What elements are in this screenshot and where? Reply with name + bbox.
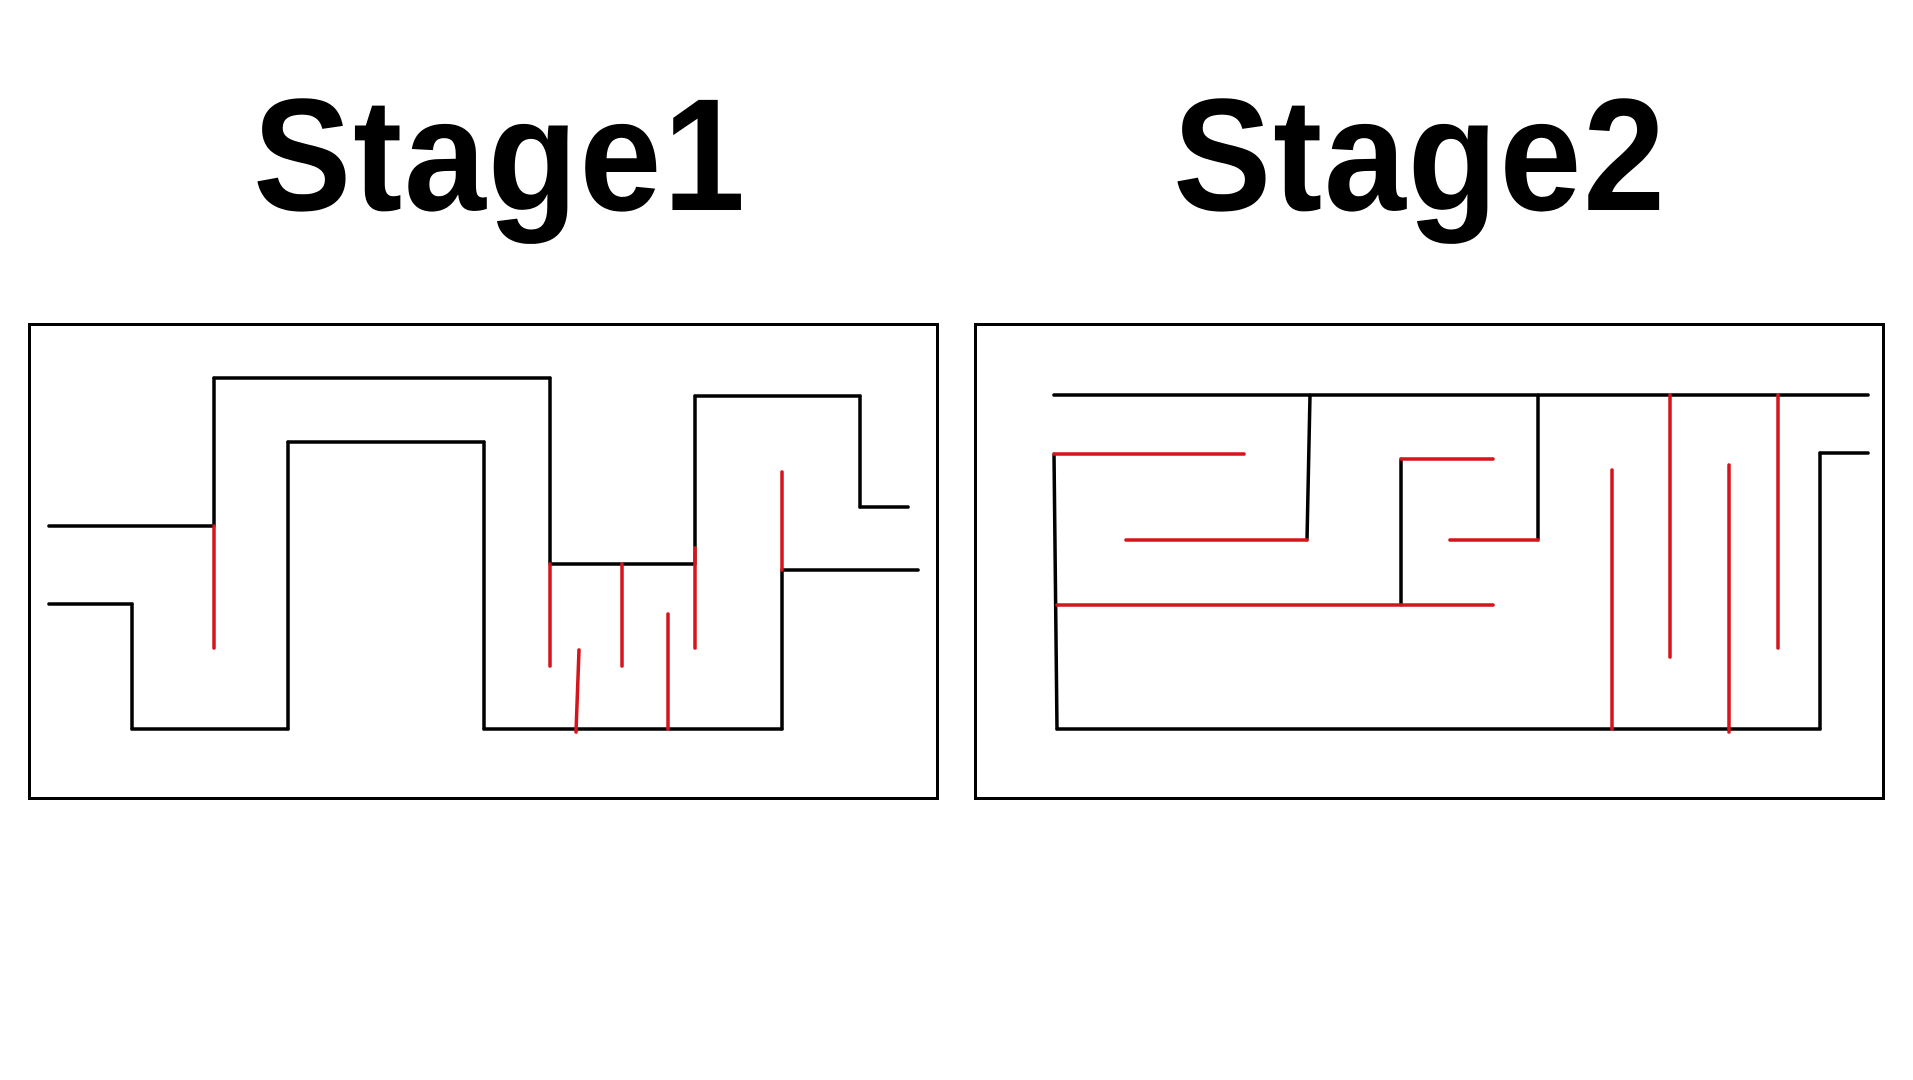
stage-1-maze-panel — [28, 323, 939, 800]
stage-1-title: Stage1 — [253, 65, 747, 244]
stage-2-title: Stage2 — [1173, 65, 1667, 244]
stage-2-maze-panel — [974, 323, 1885, 800]
